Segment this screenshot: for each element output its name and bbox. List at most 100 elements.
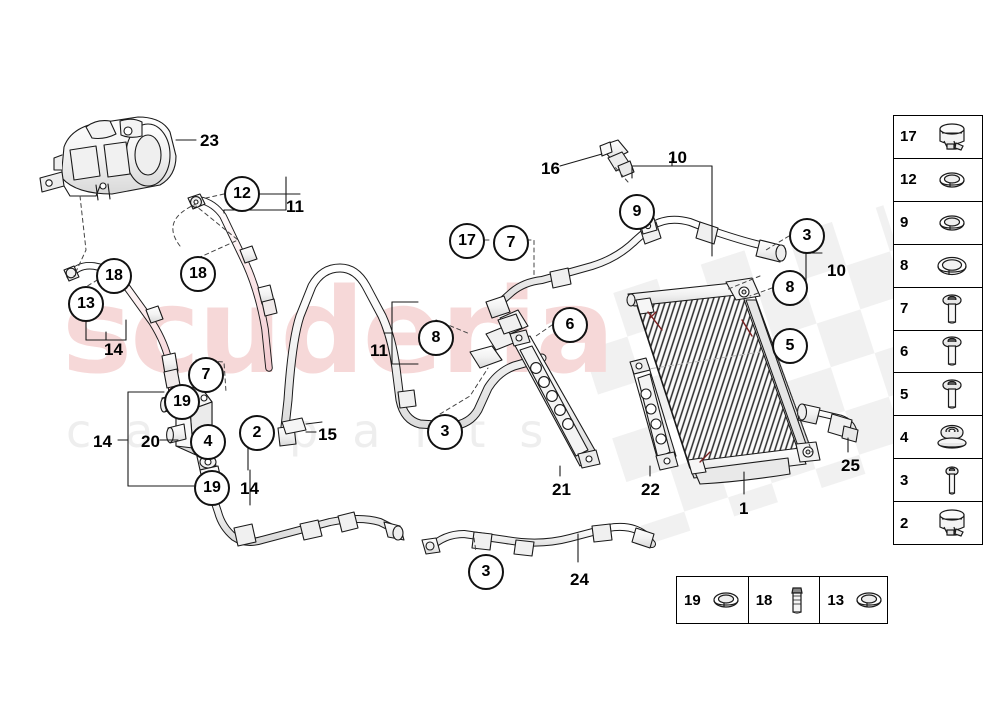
legend-row-5[interactable]: 5 <box>894 373 982 417</box>
lower-suction-hose <box>199 465 405 547</box>
leader-lines-dashed <box>73 165 813 553</box>
legend-item-graphic <box>922 333 982 369</box>
flange-bolt-icon <box>942 293 962 324</box>
legend-row-3[interactable]: 3 <box>894 459 982 503</box>
o-ring-icon <box>713 592 739 608</box>
callout-bolt[interactable]: 3 <box>789 218 825 254</box>
o-ring-icon <box>939 215 965 231</box>
callout-o-ring-seal[interactable]: 12 <box>224 176 260 212</box>
legend-row-2[interactable]: 2 <box>894 502 982 544</box>
callout-pressure-line-group[interactable]: 10 <box>827 261 846 280</box>
callout-nut[interactable]: 4 <box>190 424 226 460</box>
legend-item-graphic <box>704 582 748 618</box>
legend-row-4[interactable]: 4 <box>894 416 982 460</box>
legend-item-graphic <box>922 376 982 412</box>
legend-cell-13[interactable]: 13 <box>820 577 891 623</box>
legend-item-graphic <box>922 162 982 198</box>
compressor-body <box>39 116 177 201</box>
main-refrigerant-pipe <box>277 263 547 447</box>
legend-row-8[interactable]: 8 <box>894 245 982 288</box>
o-ring-icon <box>856 592 882 608</box>
callout-expansion-valve-assembly[interactable]: 20 <box>141 432 160 451</box>
legend-item-graphic <box>847 582 891 618</box>
legend-item-number: 2 <box>900 514 909 532</box>
legend-cell-19[interactable]: 19 <box>677 577 749 623</box>
callout-bolt[interactable]: 18 <box>96 258 132 294</box>
callout-condenser-drain-hose[interactable]: 24 <box>570 570 589 589</box>
callout-bolt[interactable]: 7 <box>493 225 529 261</box>
legend-item-graphic <box>922 291 982 327</box>
legend-item-number: 18 <box>755 591 773 609</box>
callout-pressure-sensor-switch[interactable]: 16 <box>541 159 560 178</box>
callout-o-ring-seal[interactable]: 19 <box>164 384 200 420</box>
callout-o-ring-seal[interactable]: 13 <box>68 286 104 322</box>
refrigerant-hose-11 <box>187 193 278 372</box>
callout-o-ring-seal[interactable]: 8 <box>772 270 808 306</box>
leader-lines <box>85 139 849 563</box>
legend-item-graphic <box>775 582 819 618</box>
bolt-icon <box>791 587 804 614</box>
callout-air-conditioning-compressor[interactable]: 23 <box>200 131 219 150</box>
legend-row-6[interactable]: 6 <box>894 331 982 374</box>
legend-item-graphic <box>922 119 982 155</box>
legend-item-graphic <box>922 248 982 284</box>
legend-item-number: 7 <box>900 300 909 318</box>
callout-bolt[interactable]: 3 <box>427 414 463 450</box>
condenser-bracket-22 <box>629 357 679 471</box>
callout-condenser-side-bracket-right[interactable]: 22 <box>641 480 660 499</box>
legend-item-graphic <box>922 205 982 241</box>
callout-bolt[interactable]: 6 <box>552 307 588 343</box>
fasteners-and-seals-legend: 17 12 9 8 7 6 5 4 3 2 <box>893 115 983 545</box>
callout-bolt[interactable]: 5 <box>772 328 808 364</box>
condenser-bracket-21 <box>509 329 601 469</box>
callout-bolt[interactable]: 18 <box>180 256 216 292</box>
legend-cell-18[interactable]: 18 <box>749 577 821 623</box>
callout-refrigerant-line-group[interactable]: 11 <box>370 341 388 360</box>
o-ring-large-icon <box>937 256 967 275</box>
legend-row-17[interactable]: 17 <box>894 116 982 159</box>
callout-refrigerant-pipe-fitting[interactable]: 25 <box>841 456 860 475</box>
callout-pressure-line-group[interactable]: 10 <box>668 148 687 167</box>
legend-item-graphic <box>922 505 982 541</box>
callout-suction-line-group[interactable]: 14 <box>93 432 112 451</box>
drain-hose-24 <box>421 522 656 557</box>
legend-item-number: 8 <box>900 257 909 275</box>
legend-item-number: 9 <box>900 214 909 232</box>
callout-o-ring-seal[interactable]: 19 <box>194 470 230 506</box>
o-ring-icon <box>939 172 965 188</box>
legend-row-7[interactable]: 7 <box>894 288 982 331</box>
legend-item-graphic <box>922 462 982 498</box>
legend-item-number: 12 <box>900 171 917 189</box>
callout-hose-clamp[interactable]: 2 <box>239 415 275 451</box>
legend-item-number: 5 <box>900 385 909 403</box>
callout-o-ring-seal[interactable]: 8 <box>418 320 454 356</box>
flange-bolt-icon <box>942 336 962 367</box>
hose-clamp-icon <box>939 123 965 151</box>
flange-nut-icon <box>937 425 967 449</box>
legend-item-graphic <box>922 419 982 455</box>
screw-icon <box>945 466 959 495</box>
legend-item-number: 4 <box>900 428 909 446</box>
callout-condenser-side-bracket-left[interactable]: 21 <box>552 480 571 499</box>
legend-item-number: 17 <box>900 128 917 146</box>
flange-bolt-icon <box>942 379 962 409</box>
legend-item-number: 13 <box>827 591 845 609</box>
callout-pipe-bracket[interactable]: 15 <box>318 425 337 444</box>
callout-hose-clamp[interactable]: 17 <box>449 223 485 259</box>
callout-suction-line-group[interactable]: 14 <box>240 479 259 498</box>
seals-and-bolt-legend: 19 18 13 <box>676 576 888 624</box>
condenser-outlet-pipe <box>796 403 859 443</box>
callout-air-conditioning-condenser[interactable]: 1 <box>739 499 749 518</box>
callout-refrigerant-line-group[interactable]: 11 <box>286 197 304 216</box>
callout-bolt[interactable]: 3 <box>468 554 504 590</box>
callout-o-ring-seal[interactable]: 9 <box>619 194 655 230</box>
legend-item-number: 6 <box>900 342 909 360</box>
callout-suction-line-group[interactable]: 14 <box>104 340 123 359</box>
legend-row-12[interactable]: 12 <box>894 159 982 202</box>
legend-item-number: 3 <box>900 471 909 489</box>
legend-row-9[interactable]: 9 <box>894 202 982 245</box>
callout-bolt[interactable]: 7 <box>188 357 224 393</box>
legend-item-number: 19 <box>684 591 701 609</box>
